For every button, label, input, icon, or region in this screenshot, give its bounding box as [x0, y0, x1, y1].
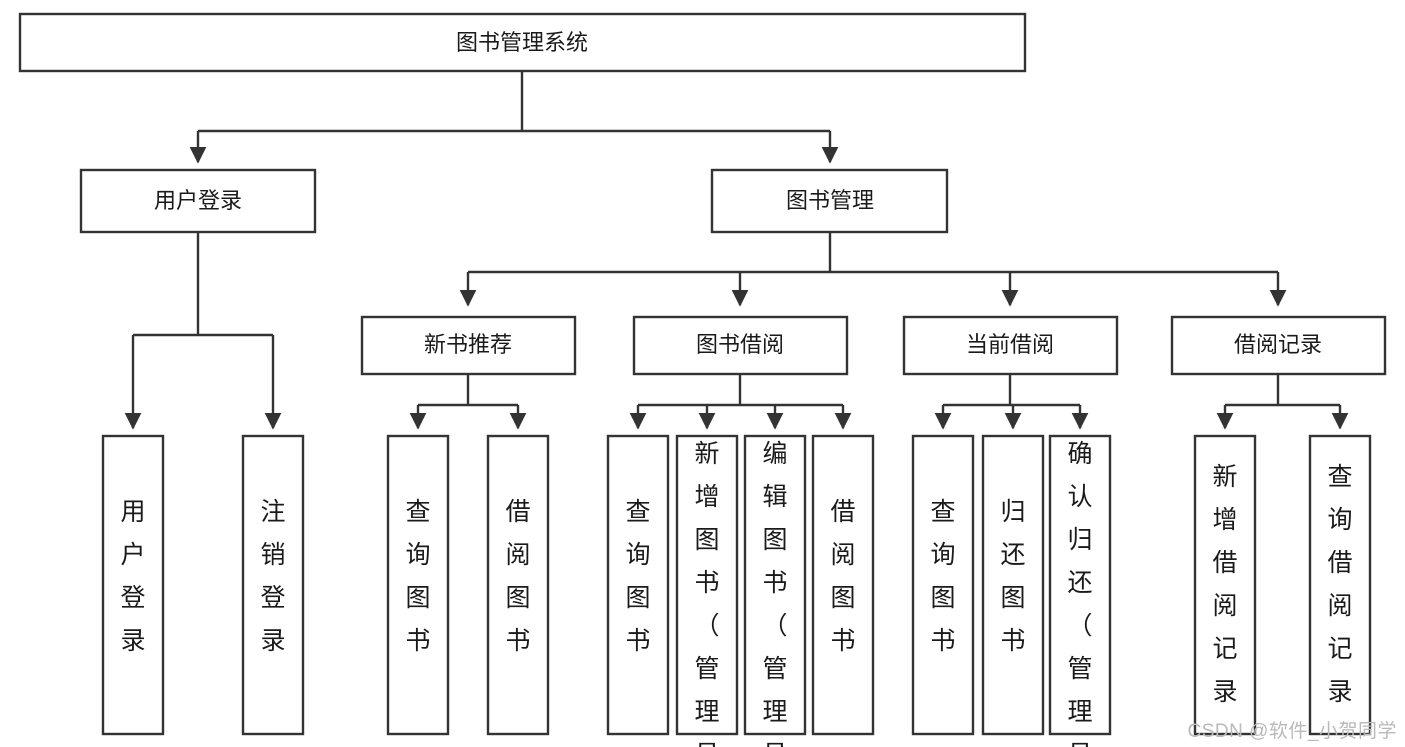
node-book-manage-box[interactable]: [710, 168, 949, 234]
node-root-label: 图书管理系统: [456, 30, 588, 55]
node-leaf-return-book-label: 归还图书: [1000, 498, 1025, 655]
node-current-borrow-box[interactable]: [902, 315, 1119, 376]
node-current-borrow[interactable]: 当前借阅: [902, 315, 1119, 376]
node-leaf-query-book-1-box[interactable]: [386, 434, 450, 736]
node-leaf-user-logout[interactable]: 注销登录: [241, 434, 305, 736]
node-borrow-record-label: 借阅记录: [1234, 332, 1322, 357]
node-new-book-recommend-label: 新书推荐: [424, 332, 512, 357]
node-leaf-borrow-book-1-box[interactable]: [486, 434, 550, 736]
node-leaf-confirm-return[interactable]: 确认归还（管理员）: [1048, 434, 1112, 747]
node-root[interactable]: 图书管理系统: [18, 12, 1027, 73]
node-leaf-borrow-book-1-label: 借阅图书: [505, 498, 530, 655]
node-book-borrow-label: 图书借阅: [696, 332, 784, 357]
node-current-borrow-label: 当前借阅: [966, 332, 1054, 357]
node-leaf-query-book-1[interactable]: 查询图书: [386, 434, 450, 736]
node-leaf-confirm-return-label: 确认归还（管理员）: [1067, 440, 1092, 747]
node-user-login-box[interactable]: [79, 168, 317, 234]
node-leaf-query-book-2-box[interactable]: [606, 434, 670, 736]
node-user-login[interactable]: 用户登录: [79, 168, 317, 234]
node-leaf-borrow-book-2[interactable]: 借阅图书: [811, 434, 875, 736]
node-leaf-user-login[interactable]: 用户登录: [101, 434, 165, 736]
node-leaf-confirm-return-box[interactable]: [1048, 434, 1112, 736]
node-leaf-query-record-box[interactable]: [1308, 434, 1372, 736]
node-leaf-return-book[interactable]: 归还图书: [981, 434, 1045, 736]
csdn-watermark: CSDN @软件_小贺同学: [1187, 721, 1397, 742]
node-leaf-query-book-2-label: 查询图书: [625, 498, 650, 655]
node-leaf-add-book-label: 新增图书（管理员）: [694, 440, 719, 747]
node-user-login-label: 用户登录: [154, 188, 242, 213]
node-leaf-edit-book-box[interactable]: [743, 434, 807, 736]
node-book-borrow-box[interactable]: [632, 315, 849, 376]
node-borrow-record-box[interactable]: [1170, 315, 1387, 376]
node-leaf-query-book-3-box[interactable]: [911, 434, 975, 736]
node-book-manage-label: 图书管理: [786, 188, 874, 213]
node-leaf-add-book[interactable]: 新增图书（管理员）: [675, 434, 739, 747]
node-leaf-add-record[interactable]: 新增借阅记录: [1193, 434, 1257, 736]
node-leaf-edit-book[interactable]: 编辑图书（管理员）: [743, 434, 807, 747]
node-leaf-add-record-label: 新增借阅记录: [1212, 463, 1237, 706]
node-book-borrow[interactable]: 图书借阅: [632, 315, 849, 376]
node-leaf-query-book-1-label: 查询图书: [405, 498, 430, 655]
node-leaf-query-book-3-label: 查询图书: [930, 498, 955, 655]
node-leaf-query-book-2[interactable]: 查询图书: [606, 434, 670, 736]
node-book-manage[interactable]: 图书管理: [710, 168, 949, 234]
node-leaf-user-logout-box[interactable]: [241, 434, 305, 736]
node-leaf-add-record-box[interactable]: [1193, 434, 1257, 736]
node-leaf-user-login-box[interactable]: [101, 434, 165, 736]
node-new-book-recommend[interactable]: 新书推荐: [360, 315, 577, 376]
node-leaf-query-record-label: 查询借阅记录: [1327, 463, 1352, 706]
node-leaf-borrow-book-1[interactable]: 借阅图书: [486, 434, 550, 736]
node-leaf-add-book-box[interactable]: [675, 434, 739, 736]
node-leaf-edit-book-label: 编辑图书（管理员）: [762, 440, 787, 747]
node-leaf-user-logout-label: 注销登录: [260, 498, 285, 655]
node-leaf-query-book-3[interactable]: 查询图书: [911, 434, 975, 736]
node-borrow-record[interactable]: 借阅记录: [1170, 315, 1387, 376]
node-leaf-return-book-box[interactable]: [981, 434, 1045, 736]
node-leaf-borrow-book-2-label: 借阅图书: [830, 498, 855, 655]
node-root-box[interactable]: [18, 12, 1027, 73]
node-leaf-query-record[interactable]: 查询借阅记录: [1308, 434, 1372, 736]
connector-layer: [124, 71, 1349, 430]
node-leaf-borrow-book-2-box[interactable]: [811, 434, 875, 736]
node-new-book-recommend-box[interactable]: [360, 315, 577, 376]
node-leaf-user-login-label: 用户登录: [120, 498, 145, 655]
